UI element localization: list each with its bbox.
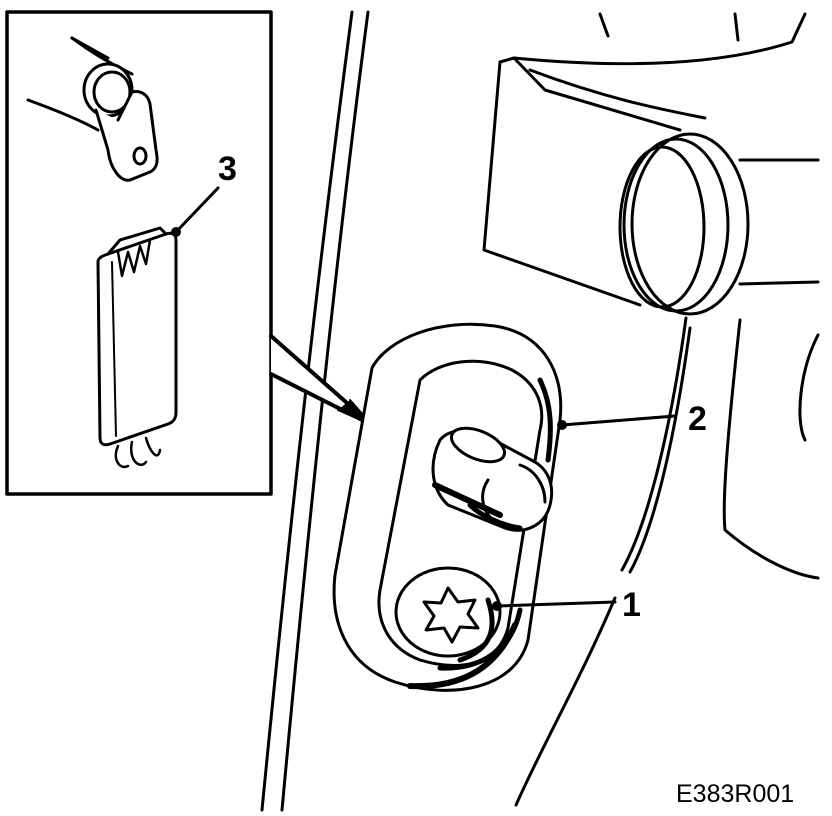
inset-switch-mount: [26, 36, 159, 182]
door-hinge-icon: [482, 12, 820, 316]
torx-screw-icon: [394, 566, 502, 663]
leader-line-2: [560, 414, 677, 427]
callout-label-1: 1: [622, 586, 641, 624]
callout-label-2: 2: [688, 400, 707, 438]
contact-switch-icon: [96, 226, 178, 447]
leader-line-3: [174, 186, 220, 234]
leader-line-1: [495, 600, 617, 608]
body-panel-lines: [514, 12, 820, 807]
leader-dots: [171, 227, 567, 611]
wire-harness-icon: [114, 436, 162, 469]
door-striker-pin-icon: [431, 426, 554, 532]
door-pillar-edge: [260, 10, 370, 812]
striker-plate-icon: [332, 322, 563, 692]
leader-lines: [174, 186, 677, 608]
callout-label-3: 3: [218, 150, 237, 188]
figure-code: E383R001: [676, 780, 794, 808]
